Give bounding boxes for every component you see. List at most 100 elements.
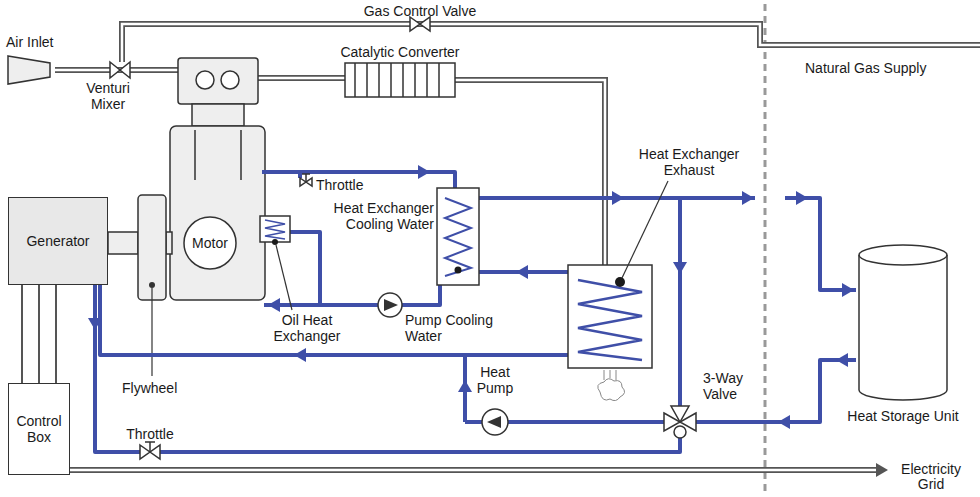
venturi-mixer <box>110 62 130 78</box>
flow-arrow <box>842 283 854 297</box>
venturi-mixer <box>110 62 130 78</box>
part-label: Air Inlet <box>6 34 86 50</box>
part-label: Gas Control Valve <box>350 3 490 19</box>
part-label: Electricity Grid <box>888 462 974 492</box>
catalytic-converter <box>345 63 455 97</box>
gas-pipe <box>122 24 980 62</box>
three-way-valve <box>674 426 686 438</box>
three-way-valve <box>664 406 696 438</box>
flow-arrow <box>294 348 306 362</box>
flow-arrow <box>88 318 102 330</box>
gas-pipe <box>55 24 980 470</box>
gas-pipe <box>258 78 605 265</box>
motor-circle: Motor <box>183 216 237 270</box>
water-pipe <box>402 285 440 305</box>
exhaust-outlet <box>598 379 625 401</box>
flywheel <box>149 282 155 288</box>
heat-pump <box>482 409 508 435</box>
part-label: Oil Heat Exchanger <box>262 312 352 344</box>
storage-cylinder-outline <box>858 245 948 400</box>
flow-arrow <box>742 191 754 205</box>
cooling-pump <box>384 299 398 311</box>
engine-block <box>195 130 241 180</box>
flow-arrow <box>778 415 790 429</box>
water-pipe <box>95 172 856 452</box>
exhaust-heat-exchanger <box>615 277 625 287</box>
water-pipe <box>290 232 320 305</box>
control-wire <box>21 285 23 383</box>
cooling-pump <box>378 293 402 317</box>
air-inlet <box>8 56 50 84</box>
engine-block <box>192 104 244 126</box>
node-text: Control Box <box>13 413 65 445</box>
flow-arrow <box>673 262 687 274</box>
flow-arrow <box>796 191 808 205</box>
gas-pipe <box>70 467 878 473</box>
flow-arrow <box>612 191 624 205</box>
part-label: Catalytic Converter <box>340 44 460 60</box>
throttle-valve <box>145 442 155 452</box>
part-label: Throttle <box>115 426 185 442</box>
cooling-water-heat-exchanger <box>455 267 462 274</box>
heat-pump <box>482 409 508 435</box>
node-text: Generator <box>26 233 89 249</box>
water-pipe <box>696 360 856 422</box>
exhaust-heat-exchanger <box>568 265 652 368</box>
node-text: Motor <box>192 235 228 251</box>
catalytic-converter <box>345 63 455 97</box>
catalytic-converter <box>355 63 439 97</box>
control-wire <box>22 285 56 383</box>
generator-box: Generator <box>8 197 108 285</box>
storage-cylinder: Heat Storage Unit <box>858 245 948 400</box>
gas-control-valve <box>410 17 430 31</box>
engine-block <box>170 58 265 300</box>
flow-arrow <box>458 380 472 392</box>
engine-block <box>196 71 214 89</box>
gas-pipe <box>122 24 980 62</box>
part-label: Venturi Mixer <box>77 80 139 112</box>
oil-heat-exchanger <box>276 245 292 310</box>
water-pipe <box>785 198 856 290</box>
control-wire <box>38 285 40 383</box>
flow-arrow <box>88 165 854 429</box>
grid-arrow <box>876 463 888 477</box>
flow-arrow <box>836 353 848 367</box>
heat-pump <box>487 416 501 428</box>
air-inlet <box>8 56 50 84</box>
control-box: Control Box <box>8 383 70 475</box>
exhaust-heat-exchanger <box>568 181 668 368</box>
exhaust-heat-exchanger <box>578 280 642 360</box>
engine-block <box>221 71 239 89</box>
oil-heat-exchanger <box>265 220 285 239</box>
water-pipe <box>678 198 682 406</box>
storage-cylinder-outline <box>859 255 947 265</box>
engine-block <box>170 126 265 300</box>
control-wire <box>39 285 40 383</box>
cooling-water-heat-exchanger <box>437 188 479 285</box>
oil-heat-exchanger <box>260 216 292 310</box>
motor-circle-outline <box>184 217 236 269</box>
flywheel <box>138 195 166 300</box>
flywheel <box>138 195 166 376</box>
flow-arrow <box>268 298 280 312</box>
oil-heat-exchanger <box>272 239 278 245</box>
part-label: Pump Cooling Water <box>405 312 503 344</box>
shaft <box>108 232 138 254</box>
three-way-valve <box>671 406 689 422</box>
shaft <box>166 232 172 254</box>
flywheel <box>151 288 152 376</box>
part-label: Heat Pump <box>470 364 520 396</box>
part-label: Natural Gas Supply <box>805 60 965 76</box>
part-label: Flywheel <box>122 380 192 396</box>
grid-arrow <box>876 463 888 477</box>
oil-heat-exchanger <box>260 216 290 242</box>
part-label: Throttle <box>316 177 386 193</box>
cooling-pump <box>378 293 402 317</box>
node-text: Heat Storage Unit <box>847 408 958 424</box>
flow-arrow <box>516 265 528 279</box>
gas-pipe <box>258 78 605 265</box>
part-label: Heat Exchanger Exhaust <box>630 146 748 178</box>
flow-arrow <box>418 165 430 179</box>
water-pipe <box>100 285 568 355</box>
part-label: 3-Way Valve <box>703 370 755 402</box>
